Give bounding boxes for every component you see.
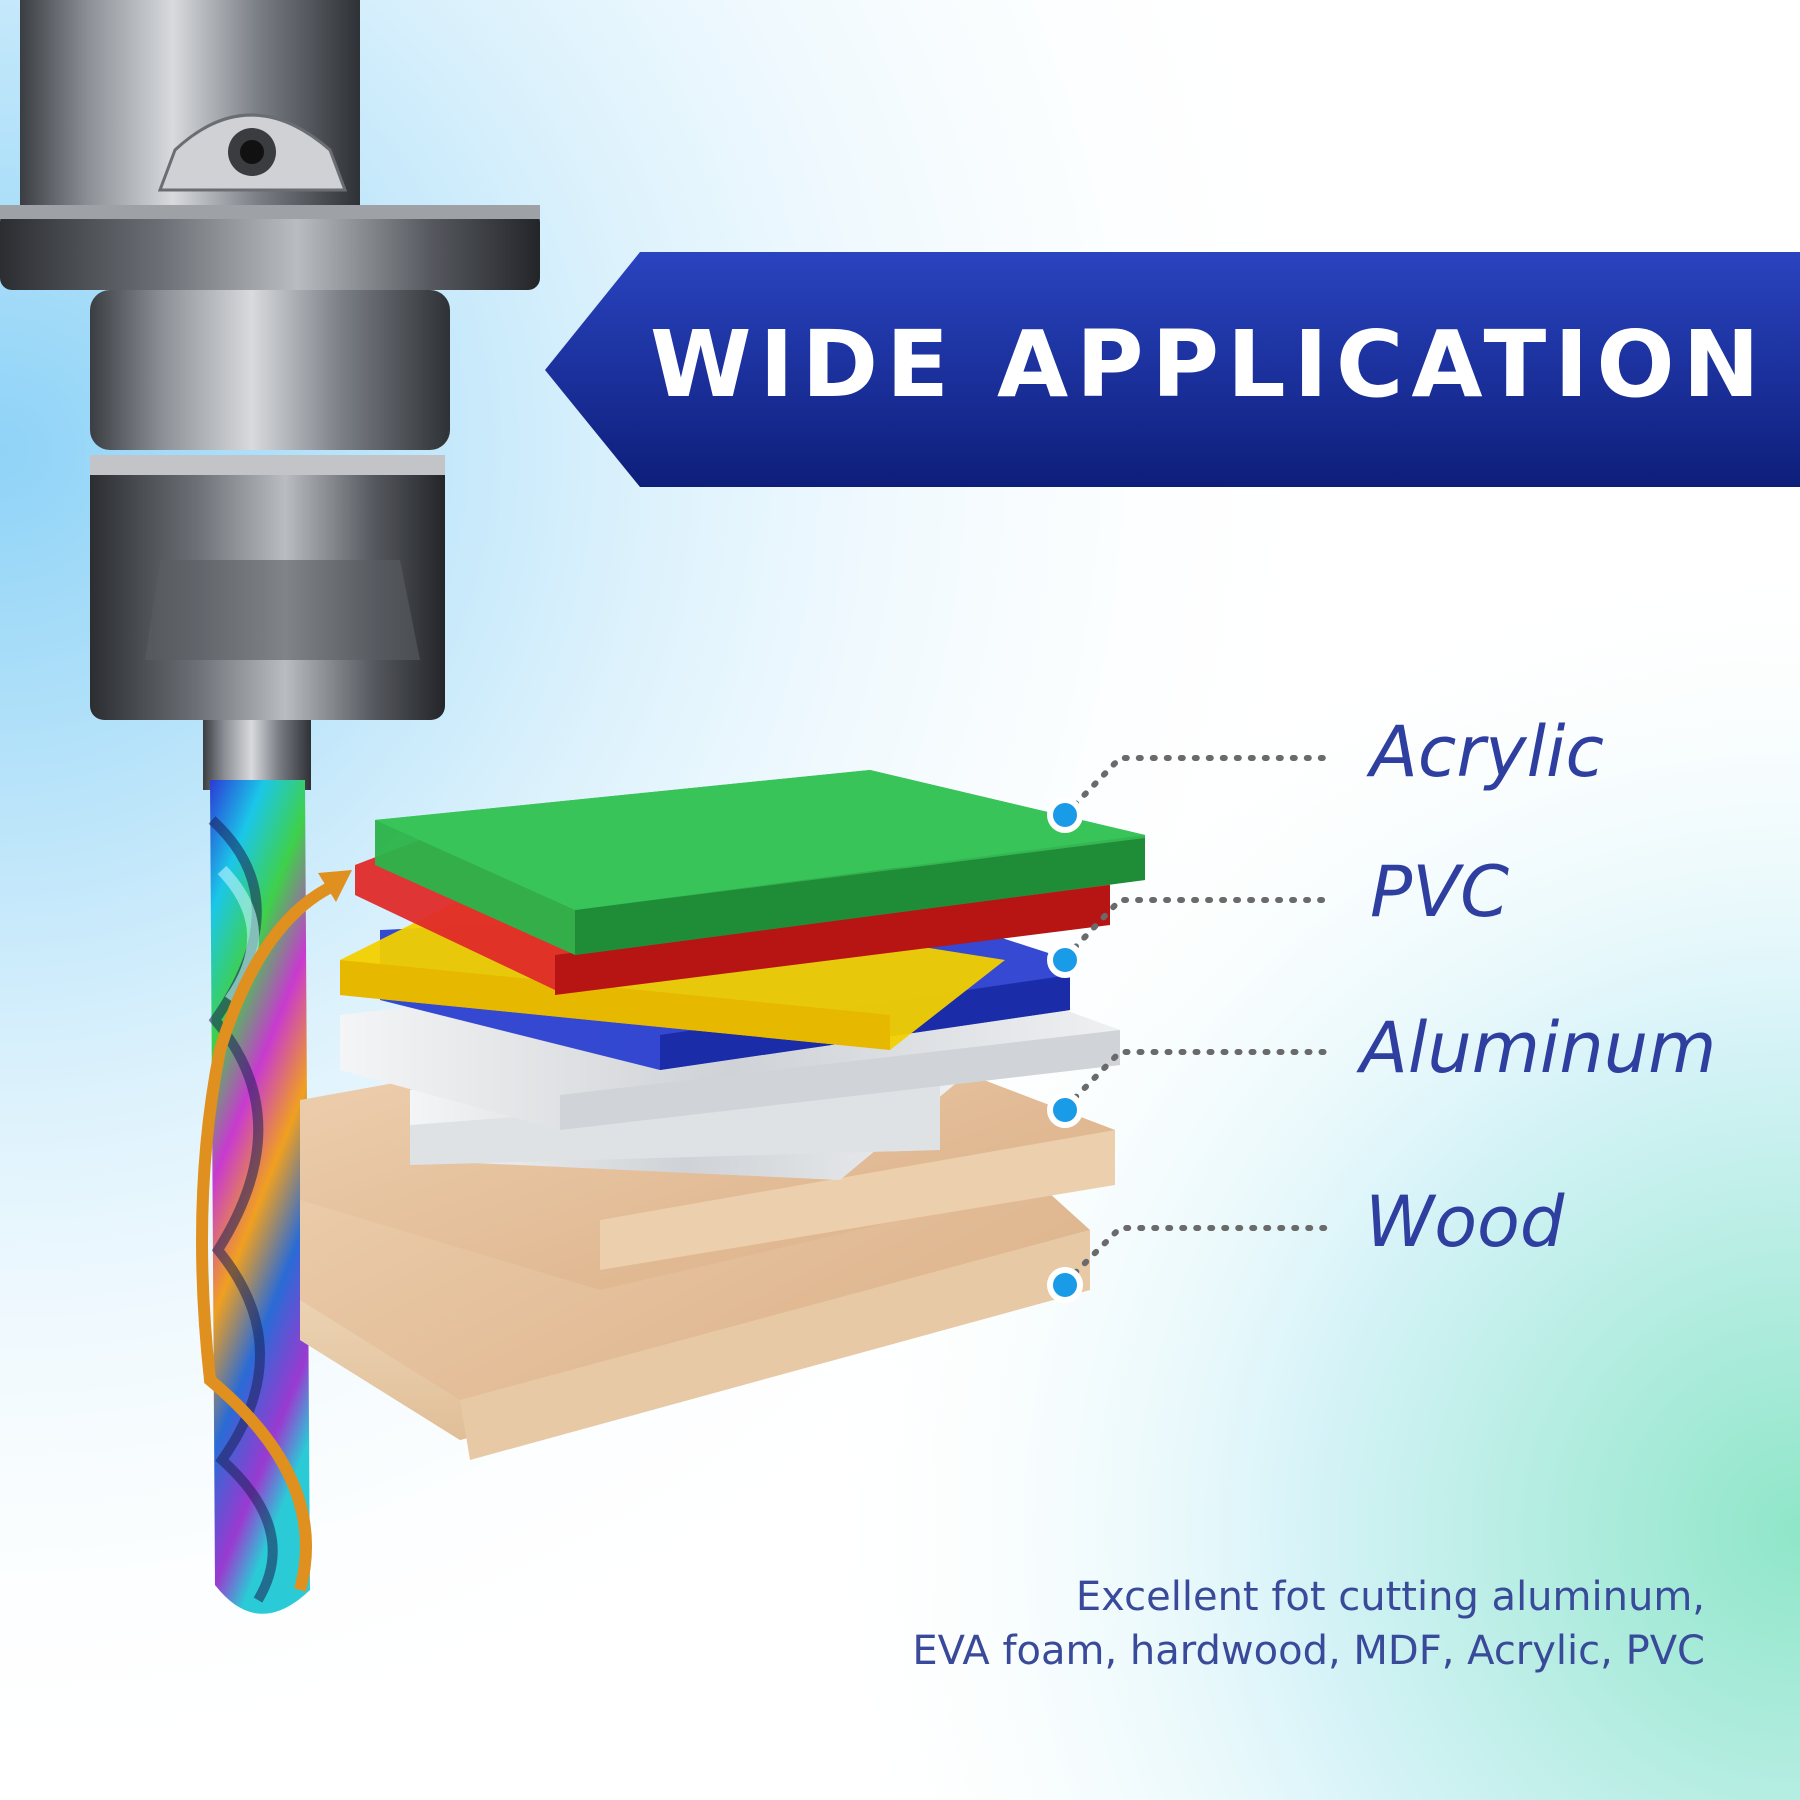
caption: Excellent fot cutting aluminum, EVA foam… (912, 1570, 1705, 1678)
label-pvc: PVC (1370, 851, 1509, 933)
caption-line-2: EVA foam, hardwood, MDF, Acrylic, PVC (912, 1628, 1705, 1674)
acrylic-green-plate (375, 770, 1145, 955)
banner-title: WIDE APPLICATION (650, 311, 1768, 418)
spindle-holder-icon (0, 0, 540, 720)
callout-dot-aluminum (1047, 1092, 1083, 1128)
callout-dot-wood (1047, 1267, 1083, 1303)
callout-dots (1047, 797, 1083, 1303)
label-aluminum: Aluminum (1360, 1007, 1717, 1089)
label-wood: Wood (1365, 1181, 1565, 1263)
rotation-arrow-icon (196, 870, 352, 1592)
callout-dot-acrylic (1047, 797, 1083, 833)
callout-lines (1062, 755, 1333, 1286)
caption-line-1: Excellent fot cutting aluminum, (1075, 1574, 1705, 1620)
label-acrylic: Acrylic (1370, 711, 1604, 793)
title-banner (545, 252, 1800, 487)
callout-dot-pvc (1047, 942, 1083, 978)
